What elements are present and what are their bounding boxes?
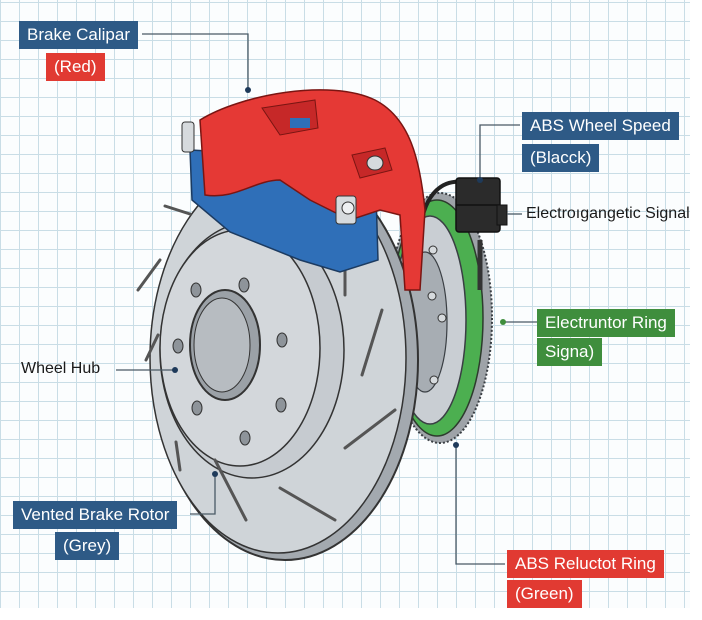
label-abs-wheel-speed-color: (Blacck) bbox=[522, 144, 600, 172]
brake-caliper bbox=[181, 89, 426, 291]
label-vented-brake-rotor-color: (Grey) bbox=[55, 532, 120, 560]
leader-dots bbox=[172, 87, 506, 477]
label-abs-reluctor-ring-color: (Green) bbox=[507, 580, 582, 608]
label-abs-wheel-speed: ABS Wheel Speed bbox=[522, 112, 679, 140]
label-vented-brake-rotor: Vented Brake Rotor bbox=[13, 501, 178, 529]
label-tone-ring: Electruntor Ring bbox=[537, 309, 675, 337]
label-brake-caliper: Brake Calipar bbox=[19, 21, 138, 49]
label-wheel-hub: Wheel Hub bbox=[21, 360, 101, 377]
label-brake-caliper-color: (Red) bbox=[46, 53, 105, 81]
leader-lines bbox=[116, 33, 537, 565]
abs-sensor bbox=[418, 177, 508, 290]
label-tone-ring-signal: Signa) bbox=[537, 338, 603, 366]
label-electromagnetic-signal: Electroıgangetic Signal bbox=[526, 205, 690, 222]
label-abs-reluctor-ring: ABS Reluctot Ring bbox=[507, 550, 664, 578]
